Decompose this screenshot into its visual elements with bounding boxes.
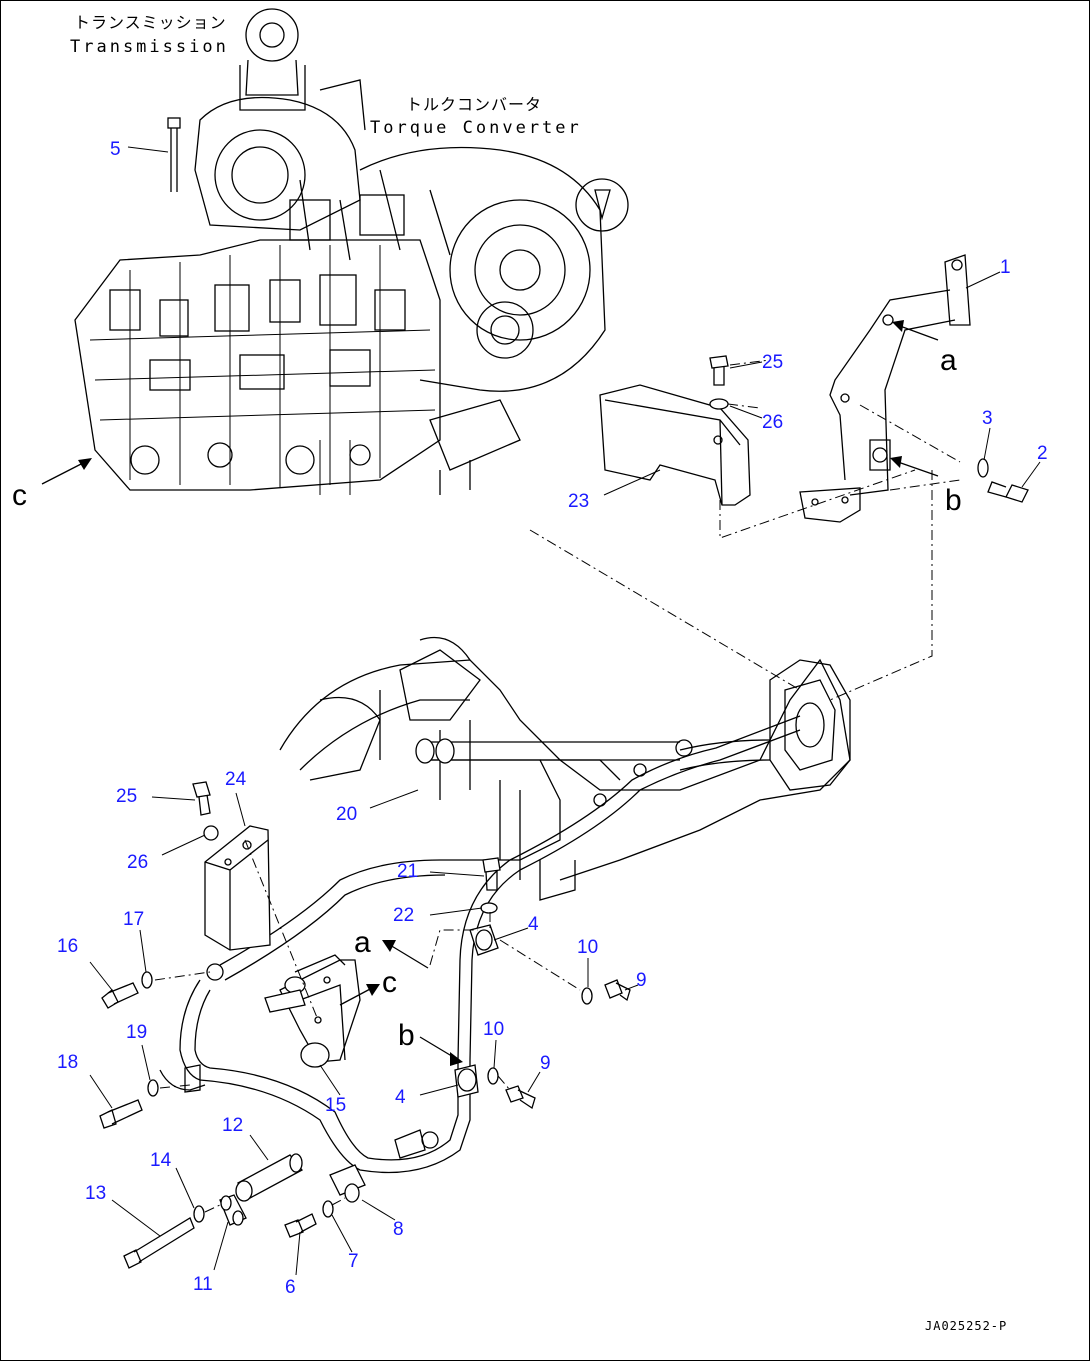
callout-12[interactable]: 12 — [222, 1115, 243, 1136]
bolt-16 — [101, 982, 139, 1009]
clip-11 — [219, 1194, 247, 1226]
callout-2[interactable]: 2 — [1037, 443, 1048, 464]
callout-1[interactable]: 1 — [1000, 257, 1011, 278]
washer-26-top — [709, 398, 729, 410]
bracket-24 — [204, 825, 271, 951]
bolt-5 — [167, 117, 181, 192]
bolt-21 — [482, 857, 501, 891]
washer-10-lower — [487, 1067, 499, 1085]
washer-7 — [322, 1200, 334, 1218]
bolt-6 — [284, 1213, 317, 1238]
callout-4-upper[interactable]: 4 — [528, 914, 539, 935]
torque-converter-label-en: Torque Converter — [370, 118, 582, 138]
callout-10-lower[interactable]: 10 — [483, 1019, 504, 1040]
bolt-9-lower — [505, 1085, 536, 1110]
callout-25-upper[interactable]: 25 — [762, 352, 783, 373]
callout-11[interactable]: 11 — [193, 1274, 213, 1295]
reference-c-upper: c — [12, 479, 27, 512]
callout-9-lower[interactable]: 9 — [540, 1053, 551, 1074]
connection-lines — [154, 359, 961, 1213]
reference-a-lower: a — [354, 926, 371, 959]
callout-5[interactable]: 5 — [110, 139, 121, 160]
callout-25-lower[interactable]: 25 — [116, 786, 137, 807]
callout-17[interactable]: 17 — [123, 909, 144, 930]
callout-15[interactable]: 15 — [325, 1095, 346, 1116]
pin-12 — [235, 1153, 303, 1202]
frame-chassis — [279, 636, 851, 901]
callout-3[interactable]: 3 — [982, 408, 993, 429]
clamp-4-lower — [454, 1064, 479, 1098]
bolt-25-lower — [192, 781, 211, 816]
bolt-2 — [987, 481, 1029, 503]
callout-24[interactable]: 24 — [225, 769, 247, 790]
callout-8[interactable]: 8 — [393, 1219, 404, 1240]
washer-3 — [977, 458, 989, 478]
reference-c-lower: c — [382, 966, 397, 999]
callout-26-lower[interactable]: 26 — [127, 852, 148, 873]
bolt-18 — [99, 1099, 143, 1129]
washer-10-upper — [581, 987, 593, 1005]
washer-14 — [193, 1205, 205, 1223]
drawing-code: JA025252-P — [925, 1319, 1007, 1333]
bracket-1 — [799, 254, 971, 523]
torque-converter-label-jp: トルクコンバータ — [406, 95, 542, 114]
bolt-25-top — [709, 355, 729, 386]
callout-10-upper[interactable]: 10 — [577, 937, 598, 958]
callout-19[interactable]: 19 — [126, 1022, 147, 1043]
callout-20[interactable]: 20 — [336, 804, 357, 825]
callout-16[interactable]: 16 — [57, 936, 78, 957]
clamp-4-upper — [469, 924, 499, 956]
callout-14[interactable]: 14 — [150, 1150, 172, 1171]
callout-4-lower[interactable]: 4 — [395, 1087, 406, 1108]
clamp-8 — [329, 1164, 366, 1203]
transmission-label-en: Transmission — [70, 37, 229, 57]
callout-18[interactable]: 18 — [57, 1052, 78, 1073]
callout-6[interactable]: 6 — [285, 1277, 296, 1298]
bolt-13 — [123, 1217, 195, 1269]
transmission-assembly — [74, 8, 629, 495]
callout-7[interactable]: 7 — [348, 1251, 359, 1272]
reference-arrows — [41, 320, 939, 1066]
washer-22 — [480, 902, 498, 914]
washer-17 — [141, 971, 153, 989]
washer-19 — [147, 1079, 159, 1097]
reference-b-upper: b — [945, 484, 962, 517]
bracket-15 — [264, 954, 361, 1068]
callout-13[interactable]: 13 — [85, 1183, 106, 1204]
transmission-label-jp: トランスミッション — [74, 13, 227, 32]
reference-a-upper: a — [940, 344, 957, 377]
washer-26-lower — [203, 825, 219, 841]
callout-9-upper[interactable]: 9 — [636, 970, 647, 991]
callout-21[interactable]: 21 — [397, 861, 418, 882]
bolt-9-upper — [604, 979, 631, 1002]
callout-23[interactable]: 23 — [568, 491, 589, 512]
callout-22[interactable]: 22 — [393, 905, 414, 926]
callout-26-upper[interactable]: 26 — [762, 412, 783, 433]
reference-b-lower: b — [398, 1019, 415, 1052]
leader-lines — [89, 146, 1041, 1276]
